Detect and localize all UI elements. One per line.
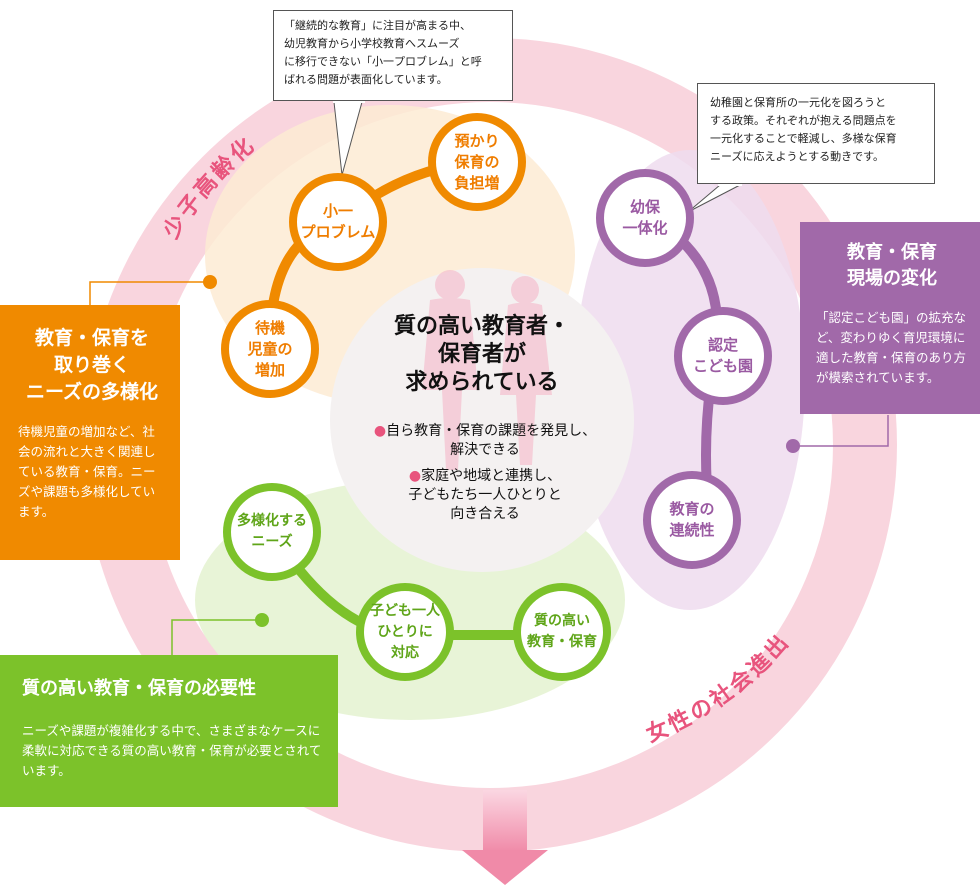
green-info-box: 質の高い教育・保育の必要性 ニーズや課題が複雑化する中で、さまざまなケースに柔軟… [0,655,338,807]
bullet-text: 自ら教育・保育の課題を発見し、 解決できる [386,423,597,458]
orange-box-connector [89,281,210,305]
node-shitsu-takai: 質の高い 教育・保育 [513,583,611,681]
green-box-desc: ニーズや課題が複雑化する中で、さまざまなケースに柔軟に対応できる質の高い教育・保… [22,723,322,778]
node-youho-ittaika: 幼保 一体化 [596,169,694,267]
down-arrow [462,790,548,885]
node-tayouka-needs: 多様化する ニーズ [223,483,321,581]
green-box-title: 質の高い教育・保育の必要性 [22,678,256,699]
bullet-dot: ● [373,423,387,439]
orange-info-box: 教育・保育を 取り巻く ニーズの多様化 待機児童の増加など、社会の流れと大きく関… [0,305,180,560]
orange-box-desc: 待機児童の増加など、社会の流れと大きく関連している教育・保育。ニーズや課題も多様… [18,424,156,519]
node-kodomo-hitori: 子ども一人 ひとりに 対応 [356,583,454,681]
node-shoichi-problem: 小一 プロブレム [289,173,387,271]
node-nintei-kodomoen: 認定 こども園 [674,307,772,405]
silhouette-figures [422,270,552,470]
callout-youho-ittaika: 幼稚園と保育所の一元化を図ろうと する政策。それぞれが抱える問題点を 一元化する… [697,83,935,184]
purple-box-connector [793,415,889,447]
bullet-text: 家庭や地域と連携し、 子どもたち一人ひとりと 向き合える [408,468,562,522]
node-taiki-jido: 待機 児童の 増加 [221,300,319,398]
bullet-dot: ● [408,468,422,484]
center-bullet-2: ●家庭や地域と連携し、 子どもたち一人ひとりと 向き合える [365,448,605,524]
green-box-connector [171,619,262,655]
callout-shoichi-problem: 「継続的な教育」に注目が高まる中、 幼児教育から小学校教育へスムーズ に移行でき… [273,10,513,101]
purple-info-box: 教育・保育 現場の変化 「認定こども園」の拡充など、変わりゆく育児環境に適した教… [800,222,980,414]
purple-box-title: 教育・保育 現場の変化 [847,242,937,289]
center-bullet-1: ●自ら教育・保育の課題を発見し、 解決できる [350,403,620,460]
center-title: 質の高い教育者・ 保育者が 求められている [393,314,570,395]
center-disc [330,268,634,572]
orange-box-title: 教育・保育を 取り巻く ニーズの多様化 [25,327,159,403]
node-kyoiku-renzokusei: 教育の 連続性 [643,471,741,569]
node-azukari-hoiku: 預かり 保育の 負担増 [428,113,526,211]
purple-box-desc: 「認定こども園」の拡充など、変わりゆく育児環境に適した教育・保育のあり方が模索さ… [816,310,967,385]
